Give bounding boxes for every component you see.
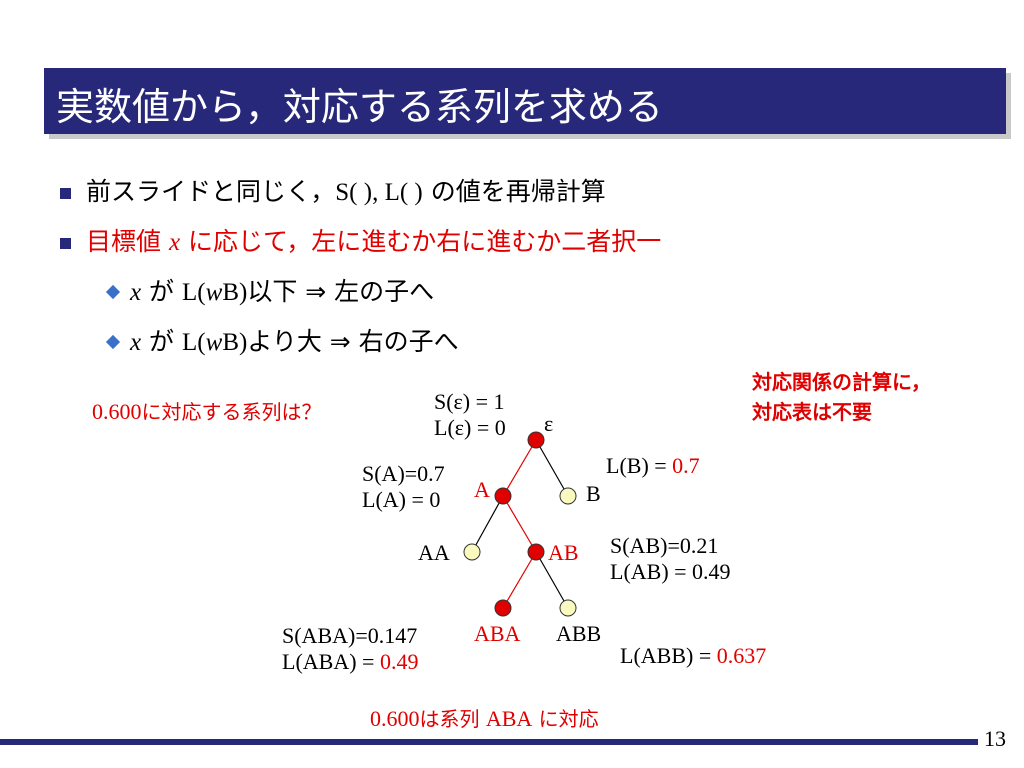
- ABB-L-prefix: L(ABB) =: [620, 643, 717, 668]
- sub-bullet-2: x が L(wB)より大 ⇒ 右の子へ: [130, 322, 459, 358]
- bullet-2-post: に応じて，左に進むか右に進むか二者択一: [180, 227, 662, 256]
- answer-text-1: は系列: [419, 707, 486, 731]
- A-name-label: A: [474, 477, 490, 502]
- bullet-1: 前スライドと同じく，S( ), L( ) の値を再帰計算: [86, 172, 606, 208]
- node-B: [559, 487, 577, 505]
- footer-rule: [0, 739, 978, 745]
- bullet-1-post: の値を再帰計算: [422, 177, 606, 206]
- note-no-table-2: 対応表は不要: [752, 400, 872, 424]
- bullet-2: 目標値 x に応じて，左に進むか右に進むか二者択一: [86, 222, 661, 258]
- sub-bullet-1-B: B): [222, 279, 248, 306]
- question-note: 0.600に対応する系列は？: [92, 396, 322, 425]
- sub-bullet-1-ga: が: [141, 277, 183, 306]
- edge-AB-ABB: [535, 551, 569, 609]
- ABB-L-value: 0.637: [716, 643, 767, 668]
- B-L-prefix: L(B) =: [606, 453, 673, 478]
- sub-bullet-1-post: 以下 ⇒ 左の子へ: [247, 277, 435, 306]
- root-name-label: ε: [544, 411, 554, 436]
- sub-bullet-1-L: L(: [182, 279, 206, 306]
- ABB-name-label: ABB: [556, 621, 602, 646]
- root-S-label: S(ε) = 1: [434, 389, 505, 414]
- A-L-label: L(A) = 0: [362, 487, 441, 512]
- answer-sequence: ABA: [485, 706, 533, 731]
- bullet-2-pre: 目標値: [86, 227, 169, 256]
- bullet-square-icon: [60, 188, 71, 199]
- node-AB: [527, 543, 545, 561]
- AA-name-label: AA: [418, 540, 450, 565]
- node-ABB: [559, 599, 577, 617]
- answer-number: 0.600: [370, 706, 420, 731]
- ABB-L-label: L(ABB) = 0.637: [620, 644, 766, 668]
- question-number: 0.600: [92, 399, 142, 424]
- A-S-label: S(A)=0.7: [362, 461, 445, 486]
- bullet-1-functions: S( ), L( ): [335, 179, 423, 206]
- AB-S-label: S(AB)=0.21: [610, 533, 719, 558]
- sub-bullet-1-w: w: [205, 279, 223, 306]
- node-A: [494, 487, 512, 505]
- AB-name-label: AB: [548, 540, 579, 565]
- slide-title: 実数値から，対応する系列を求める: [56, 85, 663, 129]
- ABA-name-label: ABA: [474, 621, 521, 646]
- sub-bullet-2-post: より大 ⇒ 右の子へ: [247, 327, 459, 356]
- sub-bullet-2-w: w: [205, 329, 223, 356]
- node-ABA: [494, 599, 512, 617]
- edge-root-B: [535, 439, 569, 497]
- answer-note: 0.600は系列 ABA に対応: [370, 703, 599, 732]
- B-name-label: B: [586, 481, 601, 506]
- page-number: 13: [984, 726, 1006, 751]
- AB-L-label: L(AB) = 0.49: [610, 559, 731, 584]
- ABA-L-prefix: L(ABA) =: [282, 649, 380, 674]
- ABA-S-label: S(ABA)=0.147: [282, 623, 418, 648]
- B-L-label: L(B) = 0.7: [606, 454, 700, 478]
- root-L-label: L(ε) = 0: [434, 415, 506, 440]
- sub-bullet-2-B: B): [222, 329, 248, 356]
- sub-bullet-1-var: x: [130, 279, 142, 306]
- note-no-table-1: 対応関係の計算に，: [752, 370, 931, 394]
- node-AA: [463, 543, 481, 561]
- sub-bullet-2-ga: が: [141, 327, 183, 356]
- sub-bullet-2-var: x: [130, 329, 142, 356]
- B-L-value: 0.7: [672, 453, 700, 478]
- bullet-square-icon: [60, 238, 71, 249]
- sub-bullet-1: x が L(wB)以下 ⇒ 左の子へ: [130, 272, 434, 308]
- bullet-2-var: x: [168, 229, 181, 256]
- ABA-L-label: L(ABA) = 0.49: [282, 650, 418, 674]
- ABA-L-value: 0.49: [379, 649, 419, 674]
- edge-A-AB: [502, 495, 537, 553]
- edge-AB-ABA: [502, 551, 537, 609]
- bullet-1-pre: 前スライドと同じく，: [86, 177, 336, 206]
- sub-bullet-2-L: L(: [182, 329, 206, 356]
- answer-text-2: に対応: [532, 707, 599, 731]
- title-bar: 実数値から，対応する系列を求める: [44, 68, 1006, 134]
- question-text: に対応する系列は？: [141, 400, 322, 424]
- node-root: [527, 431, 545, 449]
- edge-root-A: [502, 439, 537, 497]
- edge-A-AA: [471, 495, 504, 553]
